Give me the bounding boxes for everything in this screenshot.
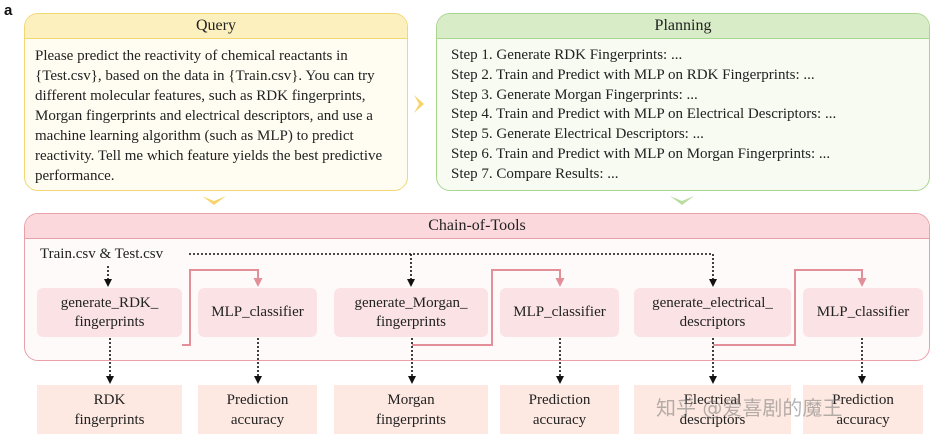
query-text: Please predict the reactivity of chemica… — [35, 48, 383, 184]
query-box: Query Please predict the reactivity of c… — [24, 13, 408, 191]
output-label: Morgan — [387, 391, 435, 408]
flow-connector — [713, 269, 867, 346]
output-prediction-accuracy-1: Prediction accuracy — [198, 385, 317, 434]
output-label: descriptors — [679, 411, 746, 428]
tool-mlp-classifier-3: MLP_classifier — [803, 288, 923, 337]
planning-step: Step 2. Train and Predict with MLP on RD… — [451, 66, 815, 83]
chevron-right-icon — [414, 95, 424, 113]
output-rdk-fingerprints: RDK fingerprints — [37, 385, 182, 434]
chain-of-tools-title: Chain-of-Tools — [25, 214, 929, 239]
output-electrical-descriptors: Electrical descriptors — [634, 385, 791, 434]
chevron-down-icon — [202, 196, 226, 205]
panel-label: a — [4, 2, 13, 19]
tool-label: fingerprints — [74, 313, 145, 330]
tool-mlp-classifier-2: MLP_classifier — [500, 288, 619, 337]
output-label: fingerprints — [74, 411, 145, 428]
planning-steps: Step 1. Generate RDK Fingerprints: ... S… — [437, 39, 929, 185]
planning-step: Step 5. Generate Electrical Descriptors:… — [451, 126, 704, 143]
inputs-label: Train.csv & Test.csv — [40, 246, 164, 262]
output-label: Electrical — [683, 391, 742, 408]
tool-generate-electrical-descriptors: generate_electrical_ descriptors — [634, 288, 791, 337]
output-morgan-fingerprints: Morgan fingerprints — [334, 385, 488, 434]
tool-label: MLP_classifier — [211, 304, 304, 320]
tool-label: MLP_classifier — [513, 304, 606, 320]
flow-connector — [182, 269, 263, 346]
output-label: RDK — [93, 391, 126, 408]
output-label: accuracy — [836, 411, 890, 428]
tool-label: fingerprints — [376, 313, 446, 330]
planning-step: Step 4. Train and Predict with MLP on El… — [451, 106, 837, 123]
planning-title: Planning — [437, 14, 929, 39]
output-label: Prediction — [832, 391, 894, 408]
tool-label: generate_RDK_ — [60, 294, 159, 311]
planning-step: Step 3. Generate Morgan Fingerprints: ..… — [451, 86, 698, 103]
tool-generate-rdk-fingerprints: generate_RDK_ fingerprints — [37, 288, 182, 337]
tool-label: generate_electrical_ — [652, 294, 773, 311]
output-label: Prediction — [528, 391, 591, 408]
tool-generate-morgan-fingerprints: generate_Morgan_ fingerprints — [334, 288, 488, 337]
tool-label: descriptors — [679, 313, 746, 330]
output-prediction-accuracy-3: Prediction accuracy — [803, 385, 923, 434]
tool-label: generate_Morgan_ — [354, 294, 468, 311]
flow-connector — [412, 269, 565, 346]
tool-label: MLP_classifier — [816, 304, 910, 320]
tool-mlp-classifier-1: MLP_classifier — [198, 288, 317, 337]
output-label: fingerprints — [376, 411, 446, 428]
output-label: accuracy — [532, 411, 587, 428]
planning-step: Step 7. Compare Results: ... — [451, 165, 619, 182]
planning-box: Planning Step 1. Generate RDK Fingerprin… — [436, 13, 930, 191]
output-prediction-accuracy-2: Prediction accuracy — [500, 385, 619, 434]
planning-step: Step 6. Train and Predict with MLP on Mo… — [451, 145, 831, 162]
watermark: 知乎 @爱喜剧的魔王 — [656, 396, 843, 420]
output-label: Prediction — [226, 391, 289, 408]
query-title: Query — [25, 14, 407, 39]
output-label: accuracy — [230, 411, 285, 428]
planning-step: Step 1. Generate RDK Fingerprints: ... — [451, 47, 683, 63]
chevron-down-icon — [670, 196, 694, 205]
